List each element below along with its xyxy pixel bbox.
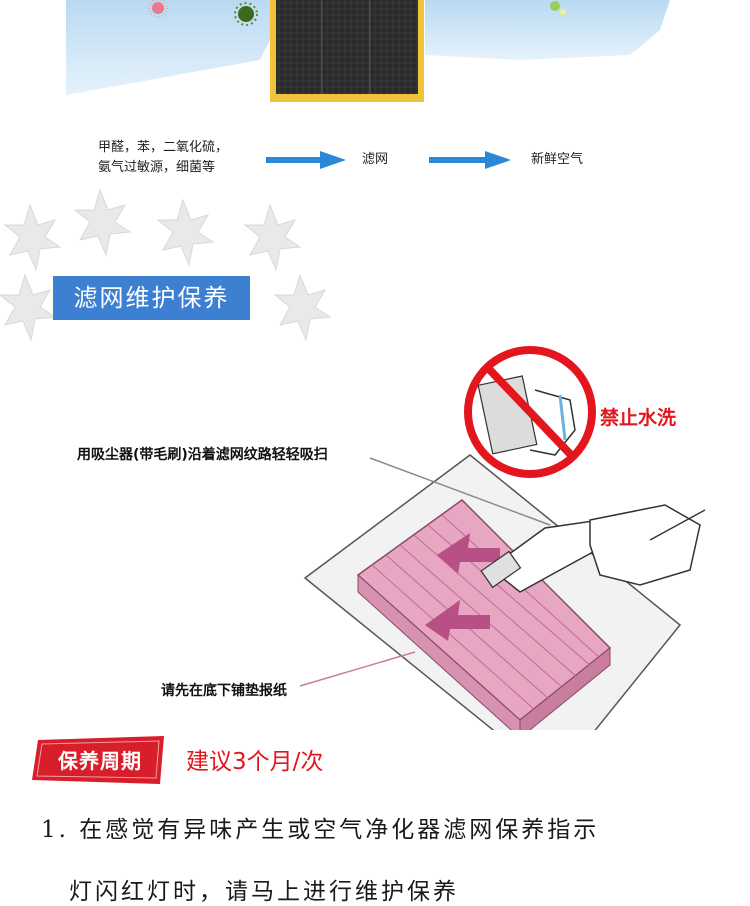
filter-cleaning-illustration [0, 330, 750, 782]
maple-leaf-decoration-icon [0, 185, 340, 345]
section-title: 滤网维护保养 [53, 276, 250, 320]
maintenance-interval: 建议3个月/次 [186, 749, 324, 775]
flower-icon [550, 1, 566, 15]
pollutant-source-label: 甲醛，苯，二氧化硫， 氨气过敏源，细菌等 [98, 138, 228, 178]
flow-arrow-icon [429, 151, 511, 169]
step-1-line-1: 1. 在感觉有异味产生或空气净化器滤网保养指示 [41, 817, 600, 843]
fresh-air-label: 新鲜空气 [531, 152, 584, 167]
maintenance-cycle-badge-label: 保养周期 [58, 749, 142, 773]
newspaper-callout: 请先在底下铺垫报纸 [161, 683, 287, 699]
top-banner-image [0, 0, 750, 105]
no-wash-label: 禁止水洗 [600, 407, 677, 429]
pollutant-line-1: 甲醛，苯，二氧化硫， [98, 140, 229, 155]
step-1-line-2: 灯闪红灯时，请马上进行维护保养 [69, 879, 459, 905]
no-wash-icon [464, 346, 596, 478]
maintenance-cycle-badge [32, 736, 168, 786]
pollen-icon [148, 0, 168, 18]
pollutant-line-2: 氨气过敏源，细菌等 [98, 160, 216, 175]
flow-arrow-icon [266, 151, 346, 169]
filter-label: 滤网 [362, 152, 389, 167]
virus-icon [234, 2, 258, 26]
vacuum-callout: 用吸尘器(带毛刷)沿着滤网纹路轻轻吸扫 [77, 447, 328, 463]
